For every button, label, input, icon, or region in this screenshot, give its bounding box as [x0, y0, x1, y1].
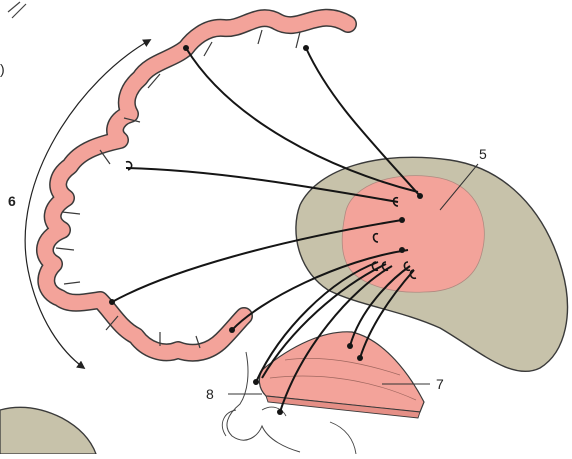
- label-6: 6: [8, 193, 16, 209]
- bottom-left-grey-shape: [0, 407, 96, 454]
- label-5: 5: [479, 146, 487, 162]
- corner-scribble: [8, 2, 26, 18]
- label-8: 8: [206, 386, 214, 402]
- label-7: 7: [436, 376, 444, 392]
- thalamic-nucleus: [342, 176, 484, 293]
- edge-fragment: ): [0, 61, 5, 77]
